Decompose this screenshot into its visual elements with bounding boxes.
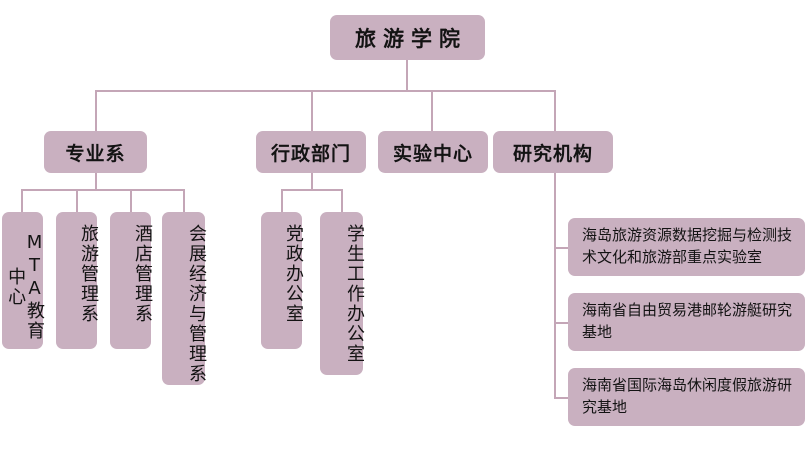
node-cruise-yacht-base-label: 海南省自由贸易港邮轮游艇研究基地: [582, 301, 793, 341]
node-student-affairs-office-label: 学生工作办公室: [344, 224, 365, 364]
connector-majors-drop-1: [21, 189, 23, 212]
connector-majors-drop-4: [183, 189, 185, 212]
node-cruise-yacht-base[interactable]: 海南省自由贸易港邮轮游艇研究基地: [568, 293, 805, 351]
connector-drop-admin: [311, 90, 313, 133]
node-exhibition-economy[interactable]: 会展经济与管理系: [162, 212, 207, 385]
connector-majors-stem: [95, 173, 97, 190]
node-lab-center[interactable]: 实验中心: [378, 131, 488, 173]
node-island-tourism-lab[interactable]: 海岛旅游资源数据挖掘与检测技术文化和旅游部重点实验室: [568, 218, 805, 276]
node-research[interactable]: 研究机构: [493, 131, 613, 173]
node-island-leisure-base-label: 海南省国际海岛休闲度假旅游研究基地: [582, 376, 793, 416]
node-party-admin-office-label: 党政办公室: [283, 224, 304, 324]
connector-research-stub-3: [554, 397, 570, 399]
node-student-affairs-office[interactable]: 学生工作办公室: [320, 212, 365, 375]
node-research-label: 研究机构: [512, 142, 593, 165]
connector-majors-bus: [21, 189, 183, 191]
node-admin-label: 行政部门: [270, 142, 351, 165]
connector-drop-majors: [95, 90, 97, 133]
connector-admin-bus: [281, 189, 342, 191]
connector-research-stub-1: [554, 247, 570, 249]
connector-majors-drop-3: [130, 189, 132, 212]
node-hotel-management-label: 酒店管理系: [132, 224, 153, 324]
node-root-label: 旅游学院: [355, 26, 467, 51]
node-lab-center-label: 实验中心: [392, 142, 473, 165]
connector-admin-drop-2: [341, 189, 343, 212]
node-tourism-management-label: 旅游管理系: [78, 224, 99, 324]
connector-admin-drop-1: [281, 189, 283, 212]
connector-majors-drop-2: [76, 189, 78, 212]
connector-root-stem: [406, 60, 408, 91]
node-island-tourism-lab-label: 海岛旅游资源数据挖掘与检测技术文化和旅游部重点实验室: [582, 226, 793, 266]
connector-research-spine: [554, 173, 556, 398]
node-exhibition-economy-label: 会展经济与管理系: [186, 224, 207, 384]
node-root-college[interactable]: 旅游学院: [330, 15, 485, 60]
connector-drop-research: [554, 90, 556, 133]
connector-main-bus: [95, 90, 556, 92]
node-majors-label: 专业系: [65, 142, 126, 165]
node-hotel-management[interactable]: 酒店管理系: [110, 212, 153, 349]
node-party-admin-office[interactable]: 党政办公室: [261, 212, 304, 349]
node-mta-center-label: MTA教育中心: [5, 232, 45, 341]
connector-research-stub-2: [554, 322, 570, 324]
node-mta-center[interactable]: MTA教育中心: [2, 212, 45, 349]
node-island-leisure-base[interactable]: 海南省国际海岛休闲度假旅游研究基地: [568, 368, 805, 426]
node-majors[interactable]: 专业系: [44, 131, 147, 173]
connector-admin-stem: [311, 173, 313, 190]
node-tourism-management[interactable]: 旅游管理系: [56, 212, 99, 349]
connector-drop-lab: [431, 90, 433, 133]
node-admin[interactable]: 行政部门: [256, 131, 366, 173]
